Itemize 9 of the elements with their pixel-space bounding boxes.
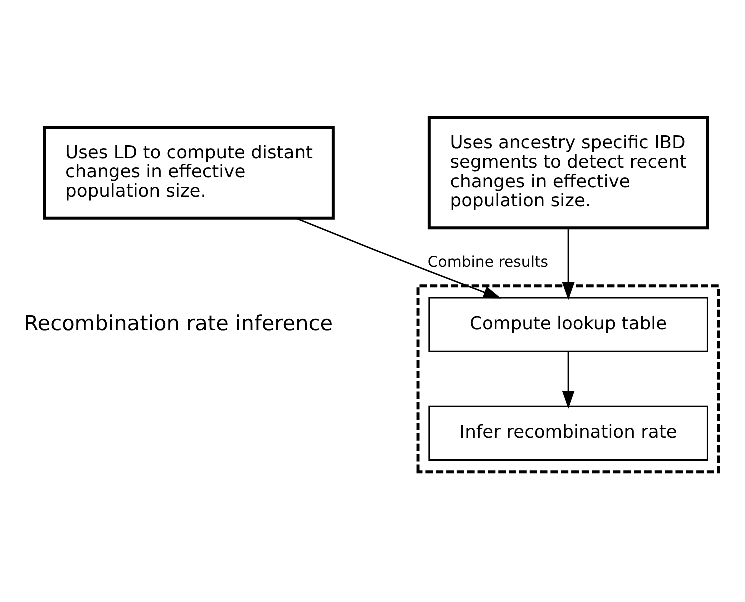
arrow bbox=[296, 218, 502, 299]
edge-label: Combine results bbox=[428, 252, 549, 271]
arrow bbox=[562, 352, 575, 409]
node-box: Uses ancestry specific IBD segments to detect recent changes in effective population size. bbox=[428, 116, 710, 230]
label: Recombination rate inference bbox=[24, 311, 334, 336]
node-box: Infer recombination rate bbox=[428, 406, 708, 461]
arrow bbox=[562, 228, 575, 300]
node-box: Uses LD to compute distant changes in effective population size. bbox=[43, 126, 335, 220]
node-box: Compute lookup table bbox=[428, 297, 708, 352]
